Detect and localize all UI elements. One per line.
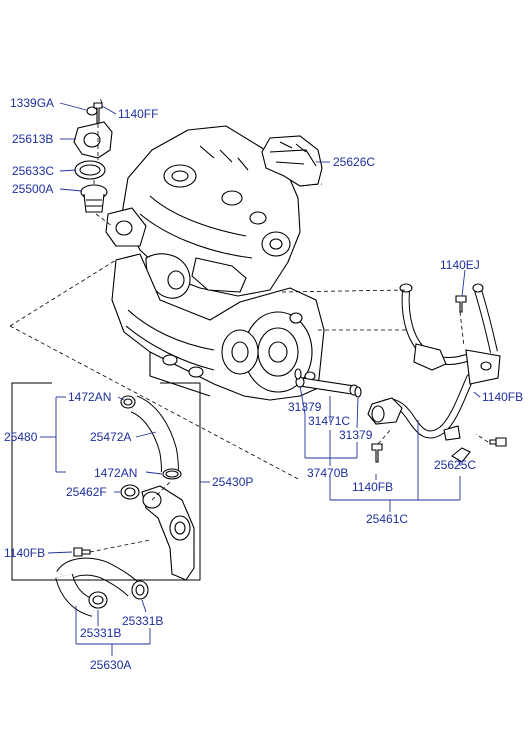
engine-block — [105, 125, 325, 401]
heat-shield — [261, 135, 323, 187]
label-25625C: 25625C — [434, 458, 477, 472]
label-25613B: 25613B — [12, 132, 54, 146]
label-25480: 25480 — [4, 430, 38, 444]
label-25430P: 25430P — [212, 475, 254, 489]
label-25500A: 25500A — [12, 182, 54, 196]
label-25633C: 25633C — [12, 164, 55, 178]
label-31379-left: 31379 — [288, 400, 322, 414]
label-31471C: 31471C — [308, 414, 351, 428]
label-25331B-left: 25331B — [80, 626, 122, 640]
label-25626C: 25626C — [333, 155, 376, 169]
label-1472AN-top: 1472AN — [68, 390, 112, 404]
label-1140EJ: 1140EJ — [440, 258, 480, 272]
label-25630A: 25630A — [90, 658, 132, 672]
label-25461C: 25461C — [366, 512, 409, 526]
group-frame — [11, 382, 201, 581]
label-25331B-right: 25331B — [122, 614, 164, 628]
label-37470B: 37470B — [307, 466, 349, 480]
label-1339GA: 1339GA — [10, 96, 55, 110]
label-25462F: 25462F — [66, 485, 107, 499]
assembly-dashes — [9, 97, 489, 553]
water-pipe-assembly — [294, 283, 507, 463]
label-1140FF: 1140FF — [118, 107, 159, 121]
leader-lines — [40, 102, 481, 656]
hose-assembly — [55, 395, 195, 617]
label-1140FB-right: 1140FB — [482, 390, 524, 404]
thermostat-assembly — [73, 102, 113, 213]
label-31379-right: 31379 — [339, 428, 373, 442]
label-1140FB-left: 1140FB — [4, 546, 46, 560]
label-1472AN-bottom: 1472AN — [94, 466, 138, 480]
label-1140FB-mid: 1140FB — [352, 480, 394, 494]
label-25472A: 25472A — [90, 430, 132, 444]
